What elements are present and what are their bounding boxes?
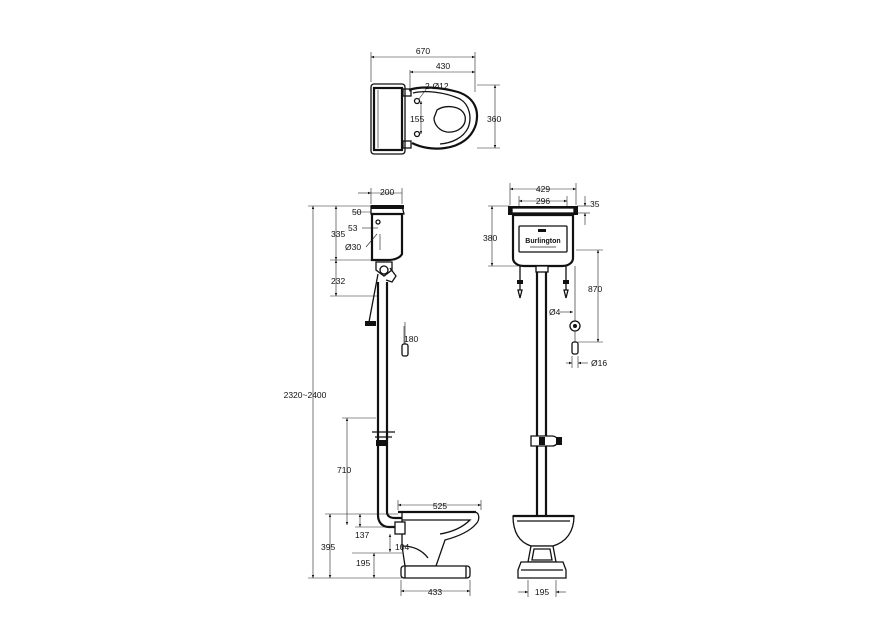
dim-inlet-offset: 53 — [348, 223, 358, 233]
dim-pull-diameter: Ø16 — [591, 358, 607, 368]
dim-cistern-depth: 200 — [380, 187, 394, 197]
dim-chain-diameter: Ø4 — [549, 307, 561, 317]
dim-holes: 2-Ø12 — [425, 81, 449, 91]
dim-cistern-height: 335 — [331, 229, 345, 239]
dim-bowl-length: 525 — [433, 501, 447, 511]
dim-depth: 360 — [487, 114, 501, 124]
dim-cistern-height-front: 380 — [483, 233, 497, 243]
dim-bracket-height: 710 — [337, 465, 351, 475]
plan-view: 670 430 2-Ø12 155 360 — [370, 46, 501, 155]
dim-outlet-center: 137 — [355, 530, 369, 540]
dim-outlet-height: 104 — [395, 542, 409, 552]
brand-label: Burlington — [525, 238, 560, 245]
dim-lid-inner-width: 296 — [536, 196, 550, 206]
dim-cistern-base-height: 232 — [331, 276, 345, 286]
dim-lid-height: 35 — [590, 199, 600, 209]
side-view: 2320~2400 200 50 53 335 Ø30 232 — [284, 187, 482, 597]
dim-base-length: 433 — [428, 587, 442, 597]
dim-total-height: 2320~2400 — [284, 390, 327, 400]
dim-hole-spacing: 155 — [410, 114, 424, 124]
dim-lid-offset: 50 — [352, 207, 362, 217]
dim-cistern-width: 429 — [536, 184, 550, 194]
dim-overflow-diameter: Ø30 — [345, 242, 361, 252]
dim-pan-height: 395 — [321, 542, 335, 552]
dim-trap-height: 195 — [356, 558, 370, 568]
dim-overall-width: 670 — [416, 46, 430, 56]
dim-handle-drop: 180 — [404, 334, 418, 344]
front-view: 429 296 35 380 Burlington — [483, 183, 607, 597]
dim-chain-length: 870 — [588, 284, 602, 294]
dim-bowl-width: 430 — [436, 61, 450, 71]
dim-base-width: 195 — [535, 587, 549, 597]
